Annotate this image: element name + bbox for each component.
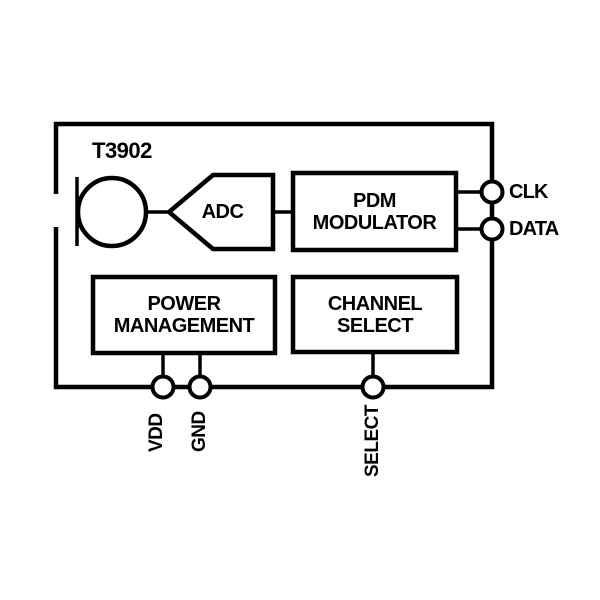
pdm-label-line1: PDM [353, 189, 396, 212]
vdd-pin-label: VDD [146, 413, 167, 452]
data-pin-label: DATA [509, 218, 559, 240]
gnd-pin-circle [187, 374, 213, 400]
pdm-label-line2: MODULATOR [312, 211, 437, 234]
channel-select-block [290, 274, 460, 355]
channel-label-line1: CHANNEL [327, 292, 423, 315]
power-management-label: POWER MANAGEMENT [93, 277, 275, 353]
clk-pin-circle [479, 179, 505, 205]
power-management-block [90, 274, 278, 356]
adc-label-text: ADC [201, 201, 244, 223]
chip-title: T3902 [92, 138, 152, 163]
chip-boundary [53, 121, 495, 390]
clk-pin-label: CLK [509, 181, 549, 203]
power-label-line1: POWER [147, 293, 221, 315]
data-pin-circle [479, 216, 505, 242]
adc-block-label: ADC [170, 190, 275, 234]
channel-label-line2: SELECT [337, 314, 413, 337]
pdm-modulator-block [290, 170, 459, 253]
gnd-pin-label: GND [189, 411, 210, 452]
channel-select-label: CHANNEL SELECT [293, 277, 457, 352]
power-label-line2: MANAGEMENT [113, 315, 255, 337]
select-pin-label: SELECT [362, 404, 383, 477]
vdd-pin-circle [150, 374, 176, 400]
pdm-modulator-label: PDM MODULATOR [293, 173, 456, 250]
select-pin-circle [360, 374, 386, 400]
microphone-icon [75, 175, 149, 249]
